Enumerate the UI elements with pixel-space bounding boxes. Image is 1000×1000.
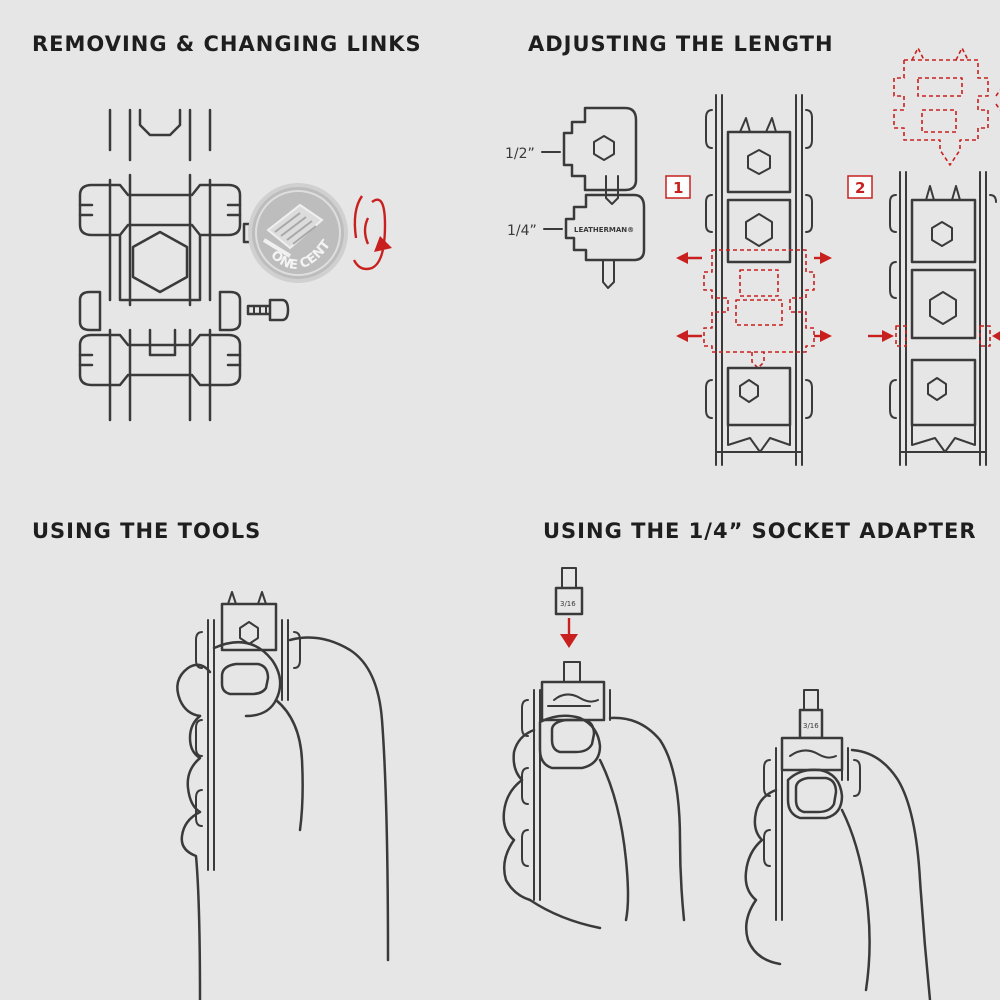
step-badge-1: 1 xyxy=(665,175,691,199)
size-label-small: 1/4” xyxy=(507,223,537,239)
adjusting-length-illustration: 1/2” 1/4” LEATHERMAN® xyxy=(505,47,1000,466)
rotate-arrow-icon xyxy=(352,195,392,271)
bracelet-chain-step-2: 2 xyxy=(847,47,1000,466)
bracelet-chain-step-1: 1 xyxy=(665,94,832,466)
socket-adapter-illustration: 3/16 3/16 xyxy=(502,567,932,1000)
expand-arrows-icon xyxy=(676,252,832,342)
section-title-socket-adapter: USING THE 1/4” SOCKET ADAPTER xyxy=(543,519,977,543)
coin-icon: ONE CENT xyxy=(248,183,348,283)
socket-bit-icon: 3/16 xyxy=(554,567,584,616)
size-label-large: 1/2” xyxy=(505,146,535,162)
step-1-label: 1 xyxy=(673,179,683,197)
section-title-removing-links: REMOVING & CHANGING LINKS xyxy=(32,32,422,56)
quarter-inch-link-part: 1/4” LEATHERMAN® xyxy=(507,193,646,289)
added-link-dashed xyxy=(893,47,1000,166)
step-badge-2: 2 xyxy=(847,175,873,199)
section-title-adjusting-length: ADJUSTING THE LENGTH xyxy=(528,32,834,56)
section-title-using-tools: USING THE TOOLS xyxy=(32,519,262,543)
using-tools-illustration xyxy=(176,591,390,1000)
contract-arrows-icon xyxy=(868,330,1000,342)
half-inch-link-part: 1/2” xyxy=(505,106,638,205)
link-brand-label: LEATHERMAN® xyxy=(574,226,634,234)
socket-bit-inserted-icon: 3/16 xyxy=(798,689,824,740)
bit-size-label: 3/16 xyxy=(560,600,576,608)
removing-links-illustration: ONE CENT xyxy=(78,108,392,422)
bit-size-label-2: 3/16 xyxy=(803,722,819,730)
step-2-label: 2 xyxy=(855,179,865,197)
